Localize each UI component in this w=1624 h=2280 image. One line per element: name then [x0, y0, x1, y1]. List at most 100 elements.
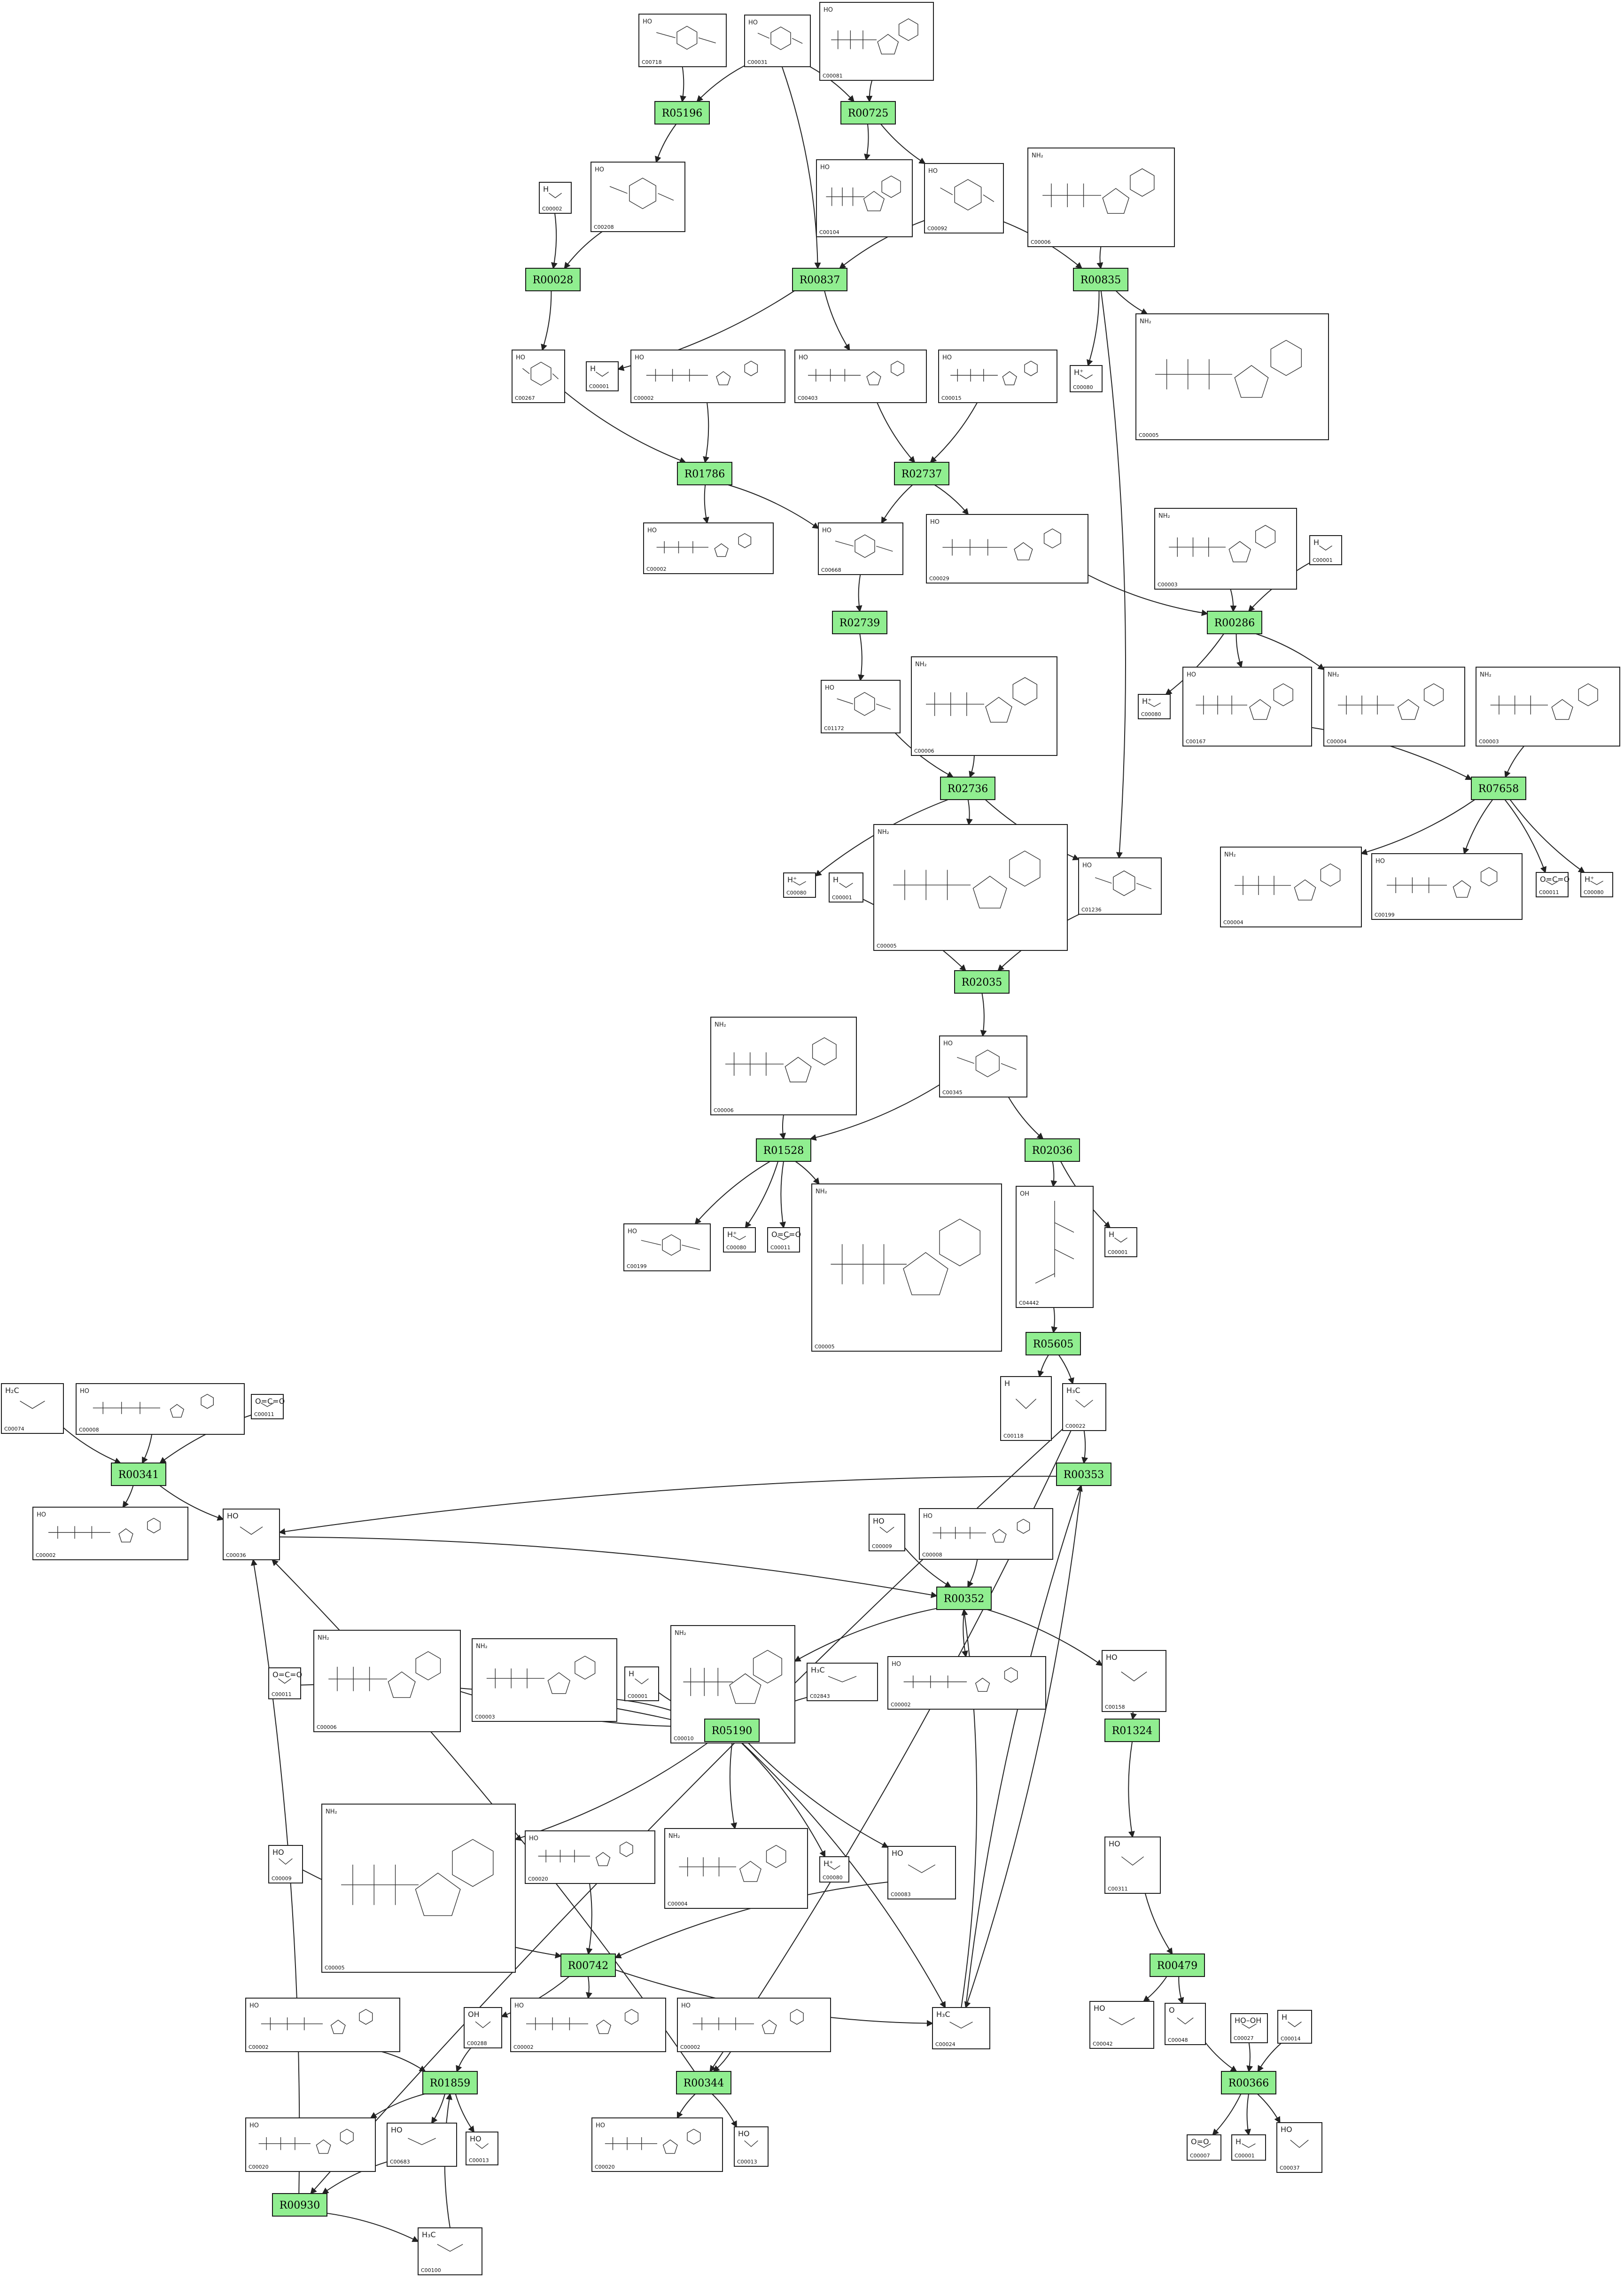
reaction-R00353[interactable]: R00353 [1056, 1463, 1111, 1486]
reaction-R01324[interactable]: R01324 [1104, 1719, 1160, 1742]
reaction-R00742[interactable]: R00742 [560, 1953, 616, 1977]
reaction-R02739[interactable]: R02739 [832, 611, 887, 634]
compound-C00080[interactable]: H⁺C00080 [1138, 694, 1171, 719]
compound-C00080[interactable]: H⁺C00080 [1070, 365, 1103, 392]
reaction-R05190[interactable]: R05190 [704, 1719, 760, 1742]
reaction-R02737[interactable]: R02737 [894, 462, 949, 485]
reaction-R00930[interactable]: R00930 [272, 2193, 327, 2217]
reaction-R00837[interactable]: R00837 [792, 268, 847, 291]
reaction-R01859[interactable]: R01859 [422, 2071, 478, 2094]
reaction-R02736[interactable]: R02736 [940, 777, 995, 800]
reaction-R00341[interactable]: R00341 [111, 1463, 166, 1486]
compound-C00080[interactable]: H⁺C00080 [783, 872, 816, 898]
compound-C00080[interactable]: H⁺C00080 [1580, 872, 1613, 897]
reaction-R02035[interactable]: R02035 [954, 970, 1010, 994]
reaction-R01786[interactable]: R01786 [677, 462, 732, 485]
reaction-R00366[interactable]: R00366 [1221, 2071, 1276, 2094]
reaction-R00344[interactable]: R00344 [676, 2071, 731, 2094]
reaction-R00286[interactable]: R00286 [1207, 611, 1262, 634]
reaction-R00028[interactable]: R00028 [525, 268, 581, 291]
reaction-R01528[interactable]: R01528 [756, 1138, 811, 1162]
compound-C00080[interactable]: H⁺C00080 [723, 1227, 756, 1253]
compound-C00080[interactable]: H⁺C00080 [819, 1856, 849, 1883]
reaction-R07658[interactable]: R07658 [1471, 777, 1526, 800]
reaction-R00725[interactable]: R00725 [840, 101, 896, 125]
reaction-R02036[interactable]: R02036 [1025, 1138, 1080, 1162]
